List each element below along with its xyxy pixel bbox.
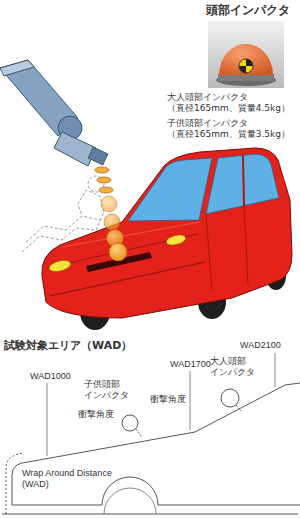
impactor-base xyxy=(216,74,276,86)
spec-note: 大人頭部インパクタ （直径165mm、質量4.5kg） xyxy=(167,92,297,115)
spring-ring xyxy=(95,167,109,173)
spring-ring xyxy=(97,177,111,183)
bumper-line xyxy=(50,262,205,296)
spring-ring xyxy=(99,187,113,193)
impact-direction xyxy=(236,405,241,411)
impactor-label: 子供頭部 インパクタ xyxy=(84,379,132,402)
section-heading: 試験対象エリア（WAD） xyxy=(4,339,132,353)
pillar xyxy=(243,156,244,206)
car-body xyxy=(42,148,292,318)
impactor-label: 大人頭部 インパクタ xyxy=(210,356,258,379)
target-mark xyxy=(239,59,253,73)
arm-segment xyxy=(0,60,34,76)
photo-ground xyxy=(208,21,284,88)
impactor-ghost xyxy=(104,214,120,230)
leader-line xyxy=(47,383,48,456)
windshield xyxy=(128,158,212,221)
angle-label: 衝撃角度 xyxy=(78,409,114,420)
impactor-base xyxy=(218,74,274,81)
robot-arm xyxy=(0,60,108,166)
wad-label: WAD1700 xyxy=(170,359,211,370)
axis-label: Wrap Around Distance (WAD) xyxy=(22,468,126,491)
headlight xyxy=(165,233,187,247)
wad-label: WAD1000 xyxy=(30,371,71,382)
heading: 頭部インパクタ xyxy=(206,3,290,18)
impactor-dome xyxy=(219,44,273,75)
profile-drawing xyxy=(2,353,300,514)
hood-line xyxy=(62,222,200,247)
arm-segment xyxy=(54,132,96,166)
car-profile xyxy=(12,383,300,505)
target-mark xyxy=(239,59,253,73)
impactor-path xyxy=(95,167,127,261)
impactor-photo xyxy=(208,21,284,88)
wheel-outline xyxy=(104,488,156,514)
wad-label: WAD2100 xyxy=(240,340,281,351)
ground-line xyxy=(2,514,298,515)
side-window xyxy=(206,154,279,214)
pedestrian-body xyxy=(78,190,104,230)
impactor-ghost xyxy=(101,196,117,212)
adult-impactor xyxy=(221,389,239,407)
headlight xyxy=(48,258,72,273)
leader-line xyxy=(275,353,276,387)
child-impactor xyxy=(122,415,138,431)
wrap-measure xyxy=(6,453,24,514)
impact-direction xyxy=(136,429,142,437)
spec-note: 子供頭部インパクタ （直径165mm、質量3.5kg） xyxy=(167,118,297,141)
launcher xyxy=(88,147,108,165)
door-line xyxy=(206,206,248,290)
leader-line xyxy=(190,371,191,430)
impactor-ball xyxy=(109,243,127,261)
car xyxy=(42,148,292,330)
angle-label: 衝撃角度 xyxy=(150,394,186,405)
